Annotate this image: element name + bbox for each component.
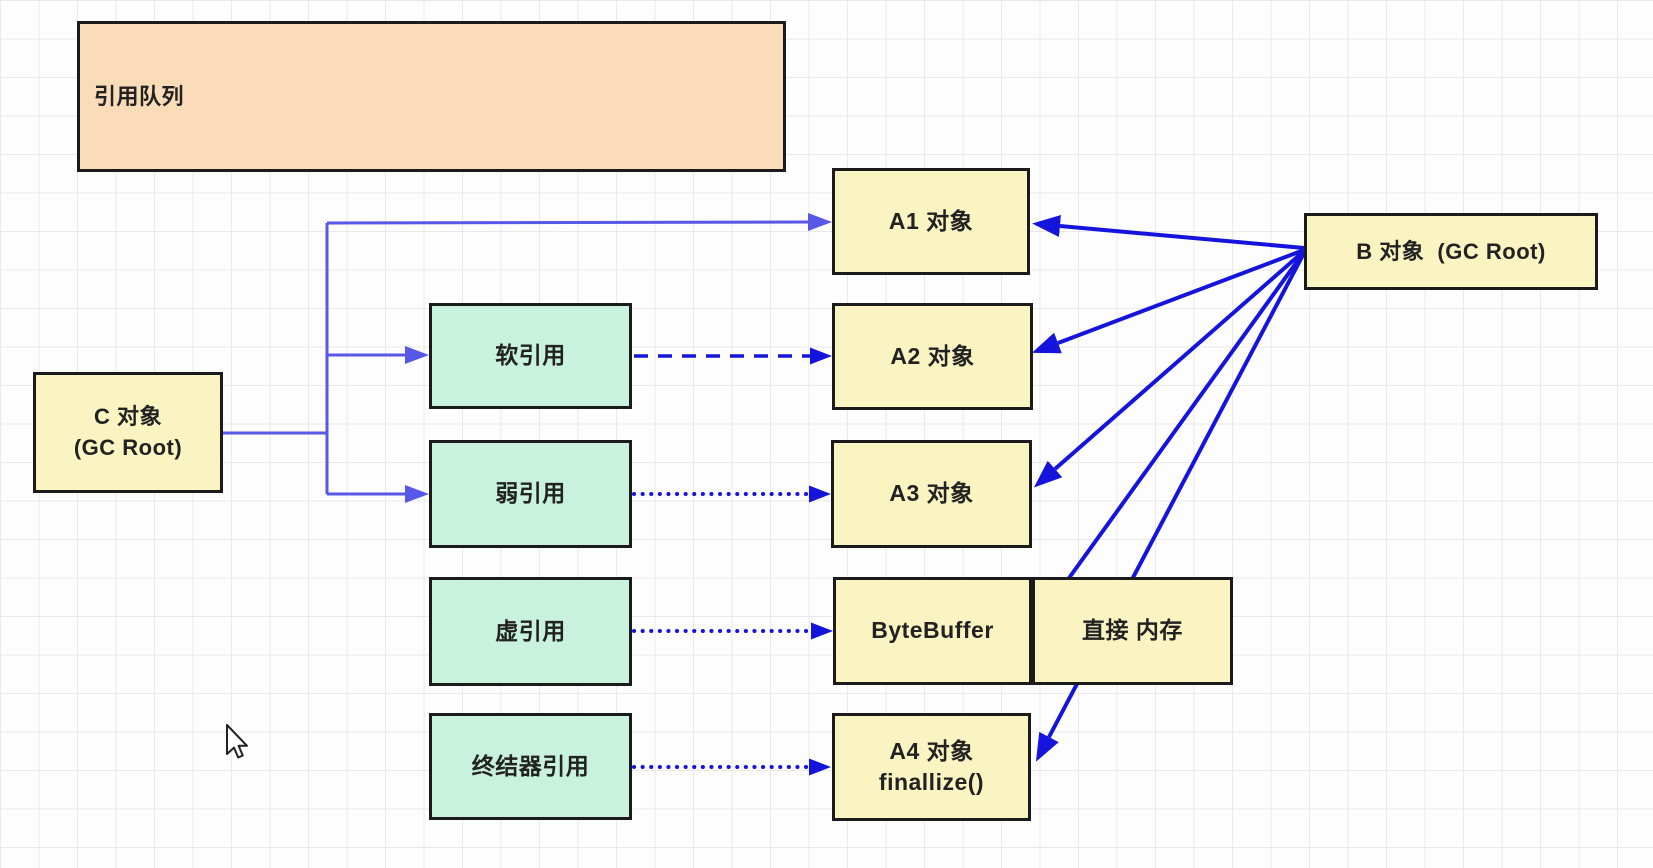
- node-bytebuffer-label: ByteBuffer: [871, 617, 994, 644]
- mouse-cursor-icon: [226, 724, 248, 759]
- node-finalizer-reference[interactable]: 终结器引用: [429, 713, 632, 820]
- node-a4-object-label-line2: finallize(): [878, 769, 985, 795]
- node-a2-object[interactable]: A2 对象: [832, 303, 1033, 410]
- node-a4-object-finallize[interactable]: A4 对象 finallize(): [832, 713, 1031, 821]
- node-direct-memory-label: 直接 内存: [1082, 617, 1183, 644]
- node-phantom-reference-label: 虚引用: [495, 617, 566, 644]
- node-a1-object-label: A1 对象: [888, 207, 974, 234]
- node-b-object-label: B 对象 (GC Root): [1356, 238, 1546, 264]
- edge-b-to-direct-memory[interactable]: [1034, 250, 1306, 626]
- node-bytebuffer[interactable]: ByteBuffer: [833, 577, 1032, 685]
- node-soft-reference[interactable]: 软引用: [429, 303, 632, 409]
- node-a3-object[interactable]: A3 对象: [831, 440, 1032, 548]
- node-c-object-label-line1: C 对象: [93, 403, 162, 429]
- node-a4-object-label-line1: A4 对象: [889, 737, 974, 764]
- node-b-object-gc-root[interactable]: B 对象 (GC Root): [1304, 213, 1598, 290]
- node-weak-reference-label: 弱引用: [495, 480, 566, 507]
- edge-c-to-a1[interactable]: [326, 213, 832, 231]
- node-reference-queue-label: 引用队列: [94, 83, 185, 109]
- node-a3-object-label: A3 对象: [889, 480, 974, 507]
- node-direct-memory[interactable]: 直接 内存: [1032, 577, 1233, 685]
- node-a1-object[interactable]: A1 对象: [832, 168, 1030, 275]
- edge-b-to-a1[interactable]: [1032, 215, 1305, 250]
- node-c-object-label-line2: (GC Root): [73, 434, 183, 460]
- node-reference-queue[interactable]: 引用队列: [77, 21, 786, 172]
- node-soft-reference-label: 软引用: [495, 342, 566, 369]
- node-a2-object-label: A2 对象: [890, 342, 975, 369]
- edge-b-to-a2[interactable]: [1031, 248, 1305, 354]
- node-phantom-reference[interactable]: 虚引用: [429, 577, 632, 686]
- edge-b-to-a3[interactable]: [1033, 249, 1306, 488]
- node-weak-reference[interactable]: 弱引用: [429, 440, 632, 548]
- node-c-object-gc-root[interactable]: C 对象 (GC Root): [33, 372, 223, 493]
- node-finalizer-reference-label: 终结器引用: [471, 752, 590, 779]
